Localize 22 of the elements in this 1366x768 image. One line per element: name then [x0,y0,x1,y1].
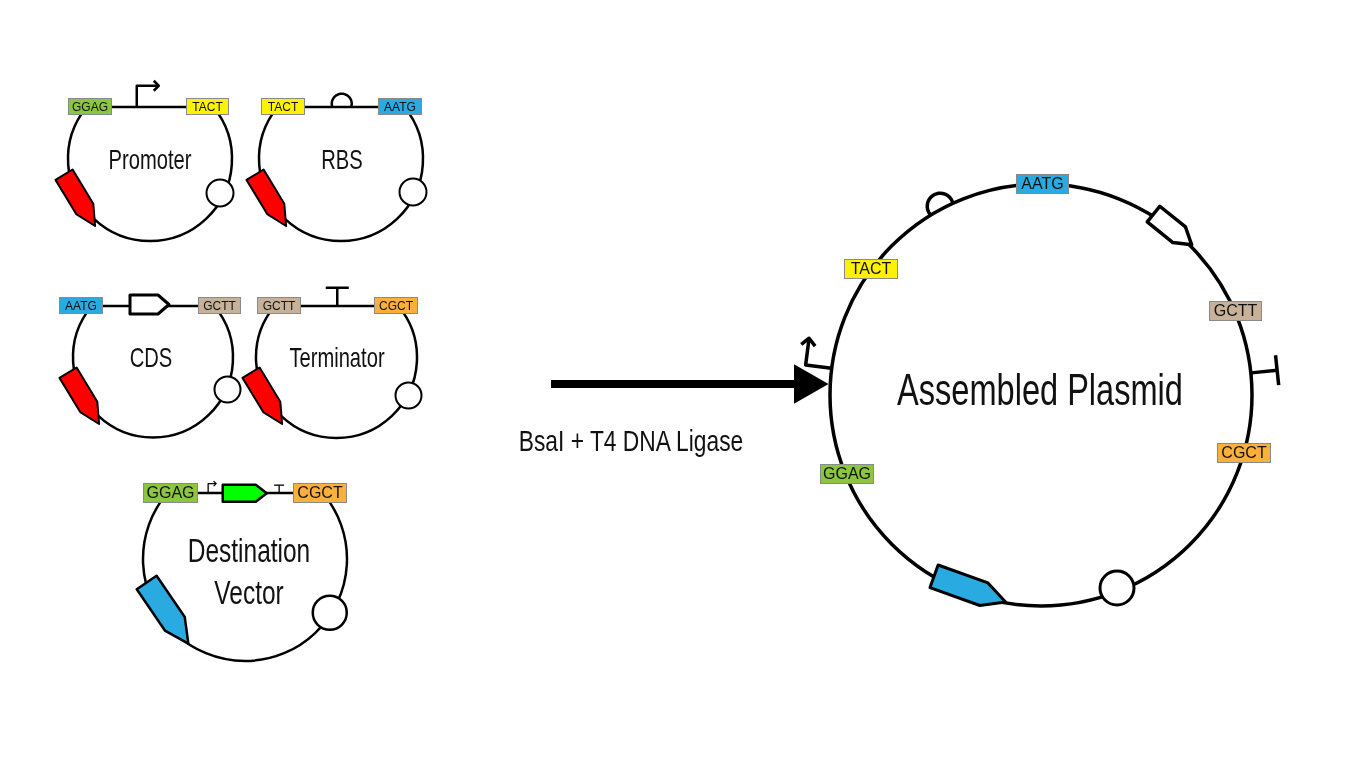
plasmid-label: Assembled Plasmid [897,364,1183,416]
plasmid-label: Promoter [108,143,192,177]
plasmid-label: Terminator [289,341,385,375]
overhang-tag: AATG [378,98,422,115]
overhang-tag: TACT [186,98,229,115]
overhang-tag: GGAG [68,98,112,115]
plasmid-label: RBS [321,143,363,177]
overhang-tag: AATG [59,297,103,314]
overhang-tag: GGAG [820,464,874,484]
overhang-tag: GCTT [198,297,241,314]
overhang-tag: CGCT [374,297,418,314]
plasmid-label: CDS [129,341,173,375]
overhang-tag: CGCT [293,483,347,503]
overhang-tag: GCTT [257,297,301,314]
overhang-tag: CGCT [1217,443,1271,463]
edge-label: BsaI + T4 DNA Ligase [518,423,744,459]
overhang-tag: AATG [1016,174,1069,194]
overhang-tag: GGAG [143,483,198,503]
overhang-tag: TACT [261,98,305,115]
overhang-tag: TACT [844,259,898,279]
plasmid-label: Destination Vector [186,530,312,613]
overhang-tag: GCTT [1209,301,1262,321]
